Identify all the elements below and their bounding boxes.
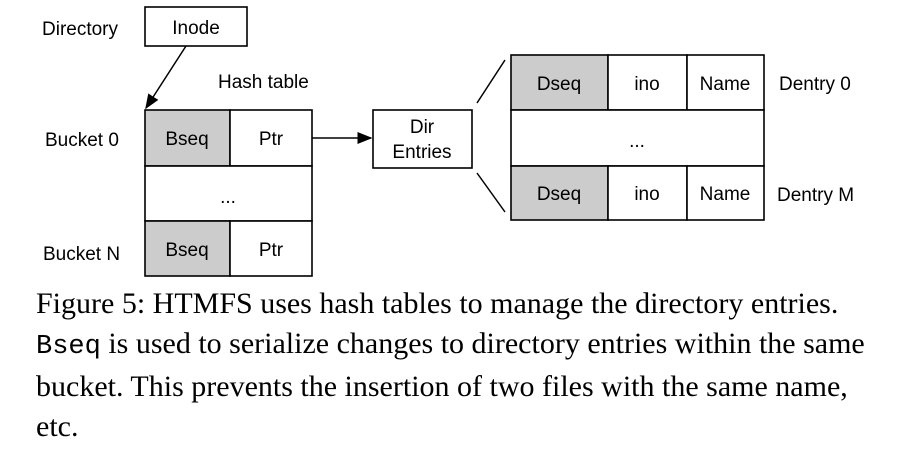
caption-code-bseq: Bseq <box>36 332 101 362</box>
dentry-ellipsis: ... <box>629 131 645 152</box>
dentryM-name-cell <box>686 165 765 221</box>
bucket0-bseq-cell <box>144 109 231 167</box>
dentry0-name-cell <box>686 54 765 111</box>
caption-part2: is used to serialize changes to director… <box>36 327 865 443</box>
hash-table: Bseq Ptr ... Bseq Ptr <box>144 109 313 277</box>
dentryM-ino-cell <box>607 165 688 221</box>
dentry0-name-text: Name <box>700 74 751 95</box>
dentryM-label: Dentry M <box>777 185 854 206</box>
dentry0-dseq-text: Dseq <box>537 74 581 95</box>
bucketN-bseq-text: Bseq <box>165 240 208 261</box>
dentry-table: Dseq ino Name ... Dseq ino Name <box>510 54 765 221</box>
dentryM-ino-text: ino <box>634 184 659 205</box>
inode-box <box>144 6 248 47</box>
bucketN-ptr-text: Ptr <box>259 240 284 261</box>
figure-caption: Figure 5: HTMFS uses hash tables to mana… <box>36 284 876 447</box>
dir-entries-box <box>372 109 473 169</box>
bucket0-ptr-text: Ptr <box>259 129 284 150</box>
dir-entries-line1: Dir <box>410 117 435 138</box>
directory-label: Directory <box>42 19 119 40</box>
hash-table-label: Hash table <box>218 72 309 93</box>
dentryM-dseq-text: Dseq <box>537 184 581 205</box>
hash-table-ellipsis-row <box>144 165 313 222</box>
inode-label: Inode <box>172 18 220 39</box>
hash-table-ellipsis: ... <box>220 187 236 208</box>
bucketN-bseq-cell <box>144 220 231 277</box>
dentry0-label: Dentry 0 <box>779 74 851 95</box>
dentryM-name-text: Name <box>700 184 751 205</box>
dentry-ellipsis-row <box>510 109 765 167</box>
caption-part1: Figure 5: HTMFS uses hash tables to mana… <box>36 287 839 320</box>
dentry0-ino-text: ino <box>634 74 659 95</box>
bucket0-bseq-text: Bseq <box>165 129 208 150</box>
bucketN-ptr-cell <box>229 220 313 277</box>
bucketN-label: Bucket N <box>43 244 120 265</box>
dir-entries-line2: Entries <box>392 142 451 163</box>
dentry0-ino-cell <box>607 54 688 111</box>
expand-line-bottom <box>476 172 506 213</box>
bucket0-label: Bucket 0 <box>45 130 119 151</box>
htmfs-hash-table-diagram: Directory Inode Hash table Bucket 0 Buck… <box>42 6 854 277</box>
inode-to-hashtable-arrow <box>145 45 187 110</box>
expand-line-top <box>476 59 506 104</box>
